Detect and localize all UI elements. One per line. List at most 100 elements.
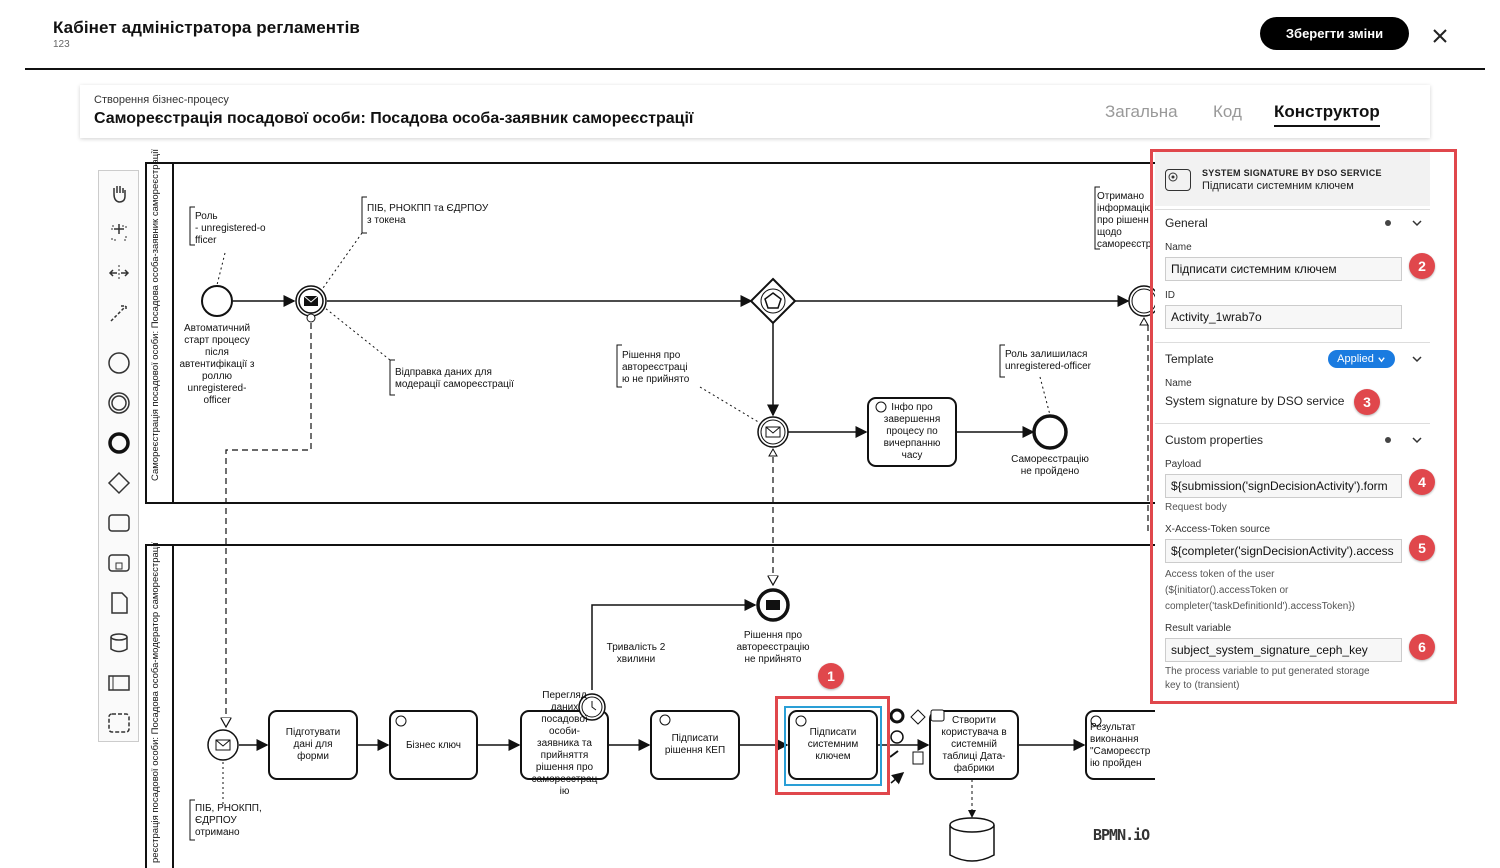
- callout-badge-4: 4: [1409, 469, 1435, 495]
- task-biz-key: [389, 710, 478, 780]
- lane-label-moderator: реєстрація посадової особи: Посадова осо…: [150, 542, 161, 863]
- space-tool-icon[interactable]: [105, 259, 133, 287]
- hand-tool-icon[interactable]: [105, 179, 133, 207]
- data-store-icon[interactable]: [105, 629, 133, 657]
- pool-icon[interactable]: [105, 669, 133, 697]
- tool-palette: [98, 170, 139, 742]
- end-event: [1032, 414, 1068, 450]
- group-icon[interactable]: [105, 709, 133, 737]
- note-sent: Відправка даних для модерації самореєстр…: [395, 367, 514, 390]
- label-duration: Тривалість 2 хвилини: [606, 642, 666, 665]
- section-custom-properties[interactable]: Custom properties: [1165, 433, 1264, 447]
- callout-badge-1: 1: [818, 663, 844, 689]
- task-prepare: [268, 710, 358, 780]
- label-sign-kep: Підписати рішення КЕП: [664, 733, 726, 756]
- section-dot: [1385, 437, 1391, 443]
- name-label: Name: [1165, 242, 1192, 253]
- process-card: Створення бізнес-процесу Самореєстрація …: [80, 85, 1430, 138]
- service-task-icon: [1165, 169, 1191, 191]
- id-field[interactable]: Activity_1wrab7o: [1165, 305, 1402, 329]
- lasso-tool-icon[interactable]: [105, 219, 133, 247]
- save-button[interactable]: Зберегти зміни: [1260, 17, 1409, 50]
- section-dot: [1385, 220, 1391, 226]
- template-name-label: Name: [1165, 378, 1192, 389]
- applied-badge[interactable]: Applied: [1328, 350, 1395, 368]
- message-catch: [757, 416, 789, 448]
- app-title: Кабінет адміністратора регламентів: [53, 18, 360, 37]
- event-gateway: [749, 277, 797, 325]
- label-end-fail: Самореєстрацію не пройдено: [1011, 454, 1089, 477]
- label-start: Автоматичний старт процесу після автенти…: [179, 323, 255, 406]
- tab-code[interactable]: Код: [1213, 102, 1242, 121]
- callout-badge-3: 3: [1354, 389, 1380, 415]
- label-end-rejected: Рішення про автореєстрацію не прийнято: [736, 630, 810, 665]
- task-create-user: [929, 710, 1019, 780]
- result-hint-1: The process variable to put generated st…: [1165, 666, 1370, 677]
- bpmn-diagram: [145, 162, 1155, 868]
- tab-general[interactable]: Загальна: [1105, 102, 1178, 121]
- result-label: Result variable: [1165, 623, 1232, 634]
- callout-badge-6: 6: [1409, 634, 1435, 660]
- pool-applicant: [145, 162, 1155, 504]
- pool-moderator: [145, 544, 1155, 868]
- label-review: Перегляд даних посадової особи- заявника…: [531, 690, 598, 797]
- note-received-info: Отримано інформацію про рішенн щодо само…: [1097, 191, 1152, 250]
- gateway-icon[interactable]: [105, 469, 133, 497]
- token-field[interactable]: ${completer('signDecisionActivity').acce…: [1165, 539, 1402, 563]
- start-event: [201, 285, 233, 317]
- data-object-icon[interactable]: [105, 589, 133, 617]
- message-start: [207, 729, 239, 761]
- note-pib-received: ПІБ, РНОКПП, ЄДРПОУ отримано: [195, 803, 262, 838]
- chevron-down-icon[interactable]: [1411, 353, 1423, 365]
- chevron-down-icon[interactable]: [1411, 217, 1423, 229]
- label-prepare: Підготувати дані для форми: [285, 727, 341, 762]
- token-hint-2: (${initiator().accessToken or: [1165, 585, 1289, 596]
- note-role-left: Роль залишилася unregistered-officer: [1005, 349, 1091, 372]
- template-name-value: System signature by DSO service: [1165, 394, 1345, 408]
- token-hint-3: completer('taskDefinitionId').accessToke…: [1165, 601, 1356, 612]
- properties-panel: SYSTEM SIGNATURE BY DSO SERVICE Підписат…: [1155, 152, 1455, 702]
- app-subtitle: 123: [53, 39, 70, 50]
- callout-badge-2: 2: [1409, 253, 1435, 279]
- subprocess-icon[interactable]: [105, 549, 133, 577]
- id-label: ID: [1165, 290, 1175, 301]
- label-sign-system: Підписати системним ключем: [807, 727, 859, 762]
- name-field[interactable]: Підписати системним ключем: [1165, 257, 1402, 281]
- task-sign-system: [788, 710, 878, 780]
- panel-header: SYSTEM SIGNATURE BY DSO SERVICE Підписат…: [1155, 152, 1430, 206]
- lane-label-applicant: Самореєстрація посадової особи: Посадова…: [150, 149, 161, 481]
- payload-hint: Request body: [1165, 502, 1227, 513]
- result-field[interactable]: subject_system_signature_ceph_key: [1165, 638, 1402, 662]
- panel-highlight: [1150, 149, 1457, 704]
- element-name: Підписати системним ключем: [1202, 180, 1354, 192]
- label-create-user: Створити користувача в системній таблиці…: [941, 715, 1007, 774]
- bpmn-io-logo[interactable]: BPMN.iO: [1093, 826, 1150, 844]
- info-task: [867, 397, 957, 467]
- label-result: Результат виконання "Самореєстр ію пройд…: [1090, 722, 1151, 769]
- section-general[interactable]: General: [1165, 216, 1208, 230]
- callout-badge-5: 5: [1409, 535, 1435, 561]
- task-sign-kep: [650, 710, 740, 780]
- note-rejected: Рішення про автореєстраці ю не прийнято: [622, 350, 690, 385]
- task-result: [1085, 710, 1155, 780]
- payload-label: Payload: [1165, 459, 1202, 470]
- connect-tool-icon[interactable]: [105, 299, 133, 327]
- bpmn-canvas[interactable]: Самореєстрація посадової особи: Посадова…: [80, 145, 1155, 868]
- label-info-task: Інфо про завершення процесу по вичерпанн…: [883, 402, 941, 461]
- intermediate-event-icon[interactable]: [105, 389, 133, 417]
- result-hint-2: key to (transient): [1165, 680, 1240, 691]
- payload-field[interactable]: ${submission('signDecisionActivity').for…: [1165, 474, 1402, 498]
- note-role: Роль - unregistered-o fficer: [195, 211, 266, 246]
- close-icon[interactable]: [1428, 24, 1452, 48]
- start-event-icon[interactable]: [105, 349, 133, 377]
- label-biz-key: Бізнес ключ: [405, 740, 462, 751]
- note-token: ПІБ, РНОКПП та ЄДРПОУ з токена: [367, 203, 489, 226]
- section-template[interactable]: Template: [1165, 352, 1214, 366]
- end-event-icon[interactable]: [105, 429, 133, 457]
- header-divider: [25, 68, 1485, 70]
- tab-constructor[interactable]: Конструктор: [1274, 102, 1380, 127]
- chevron-down-icon[interactable]: [1411, 434, 1423, 446]
- task-icon[interactable]: [105, 509, 133, 537]
- element-type: SYSTEM SIGNATURE BY DSO SERVICE: [1202, 168, 1382, 178]
- selected-task-highlight: [775, 696, 890, 795]
